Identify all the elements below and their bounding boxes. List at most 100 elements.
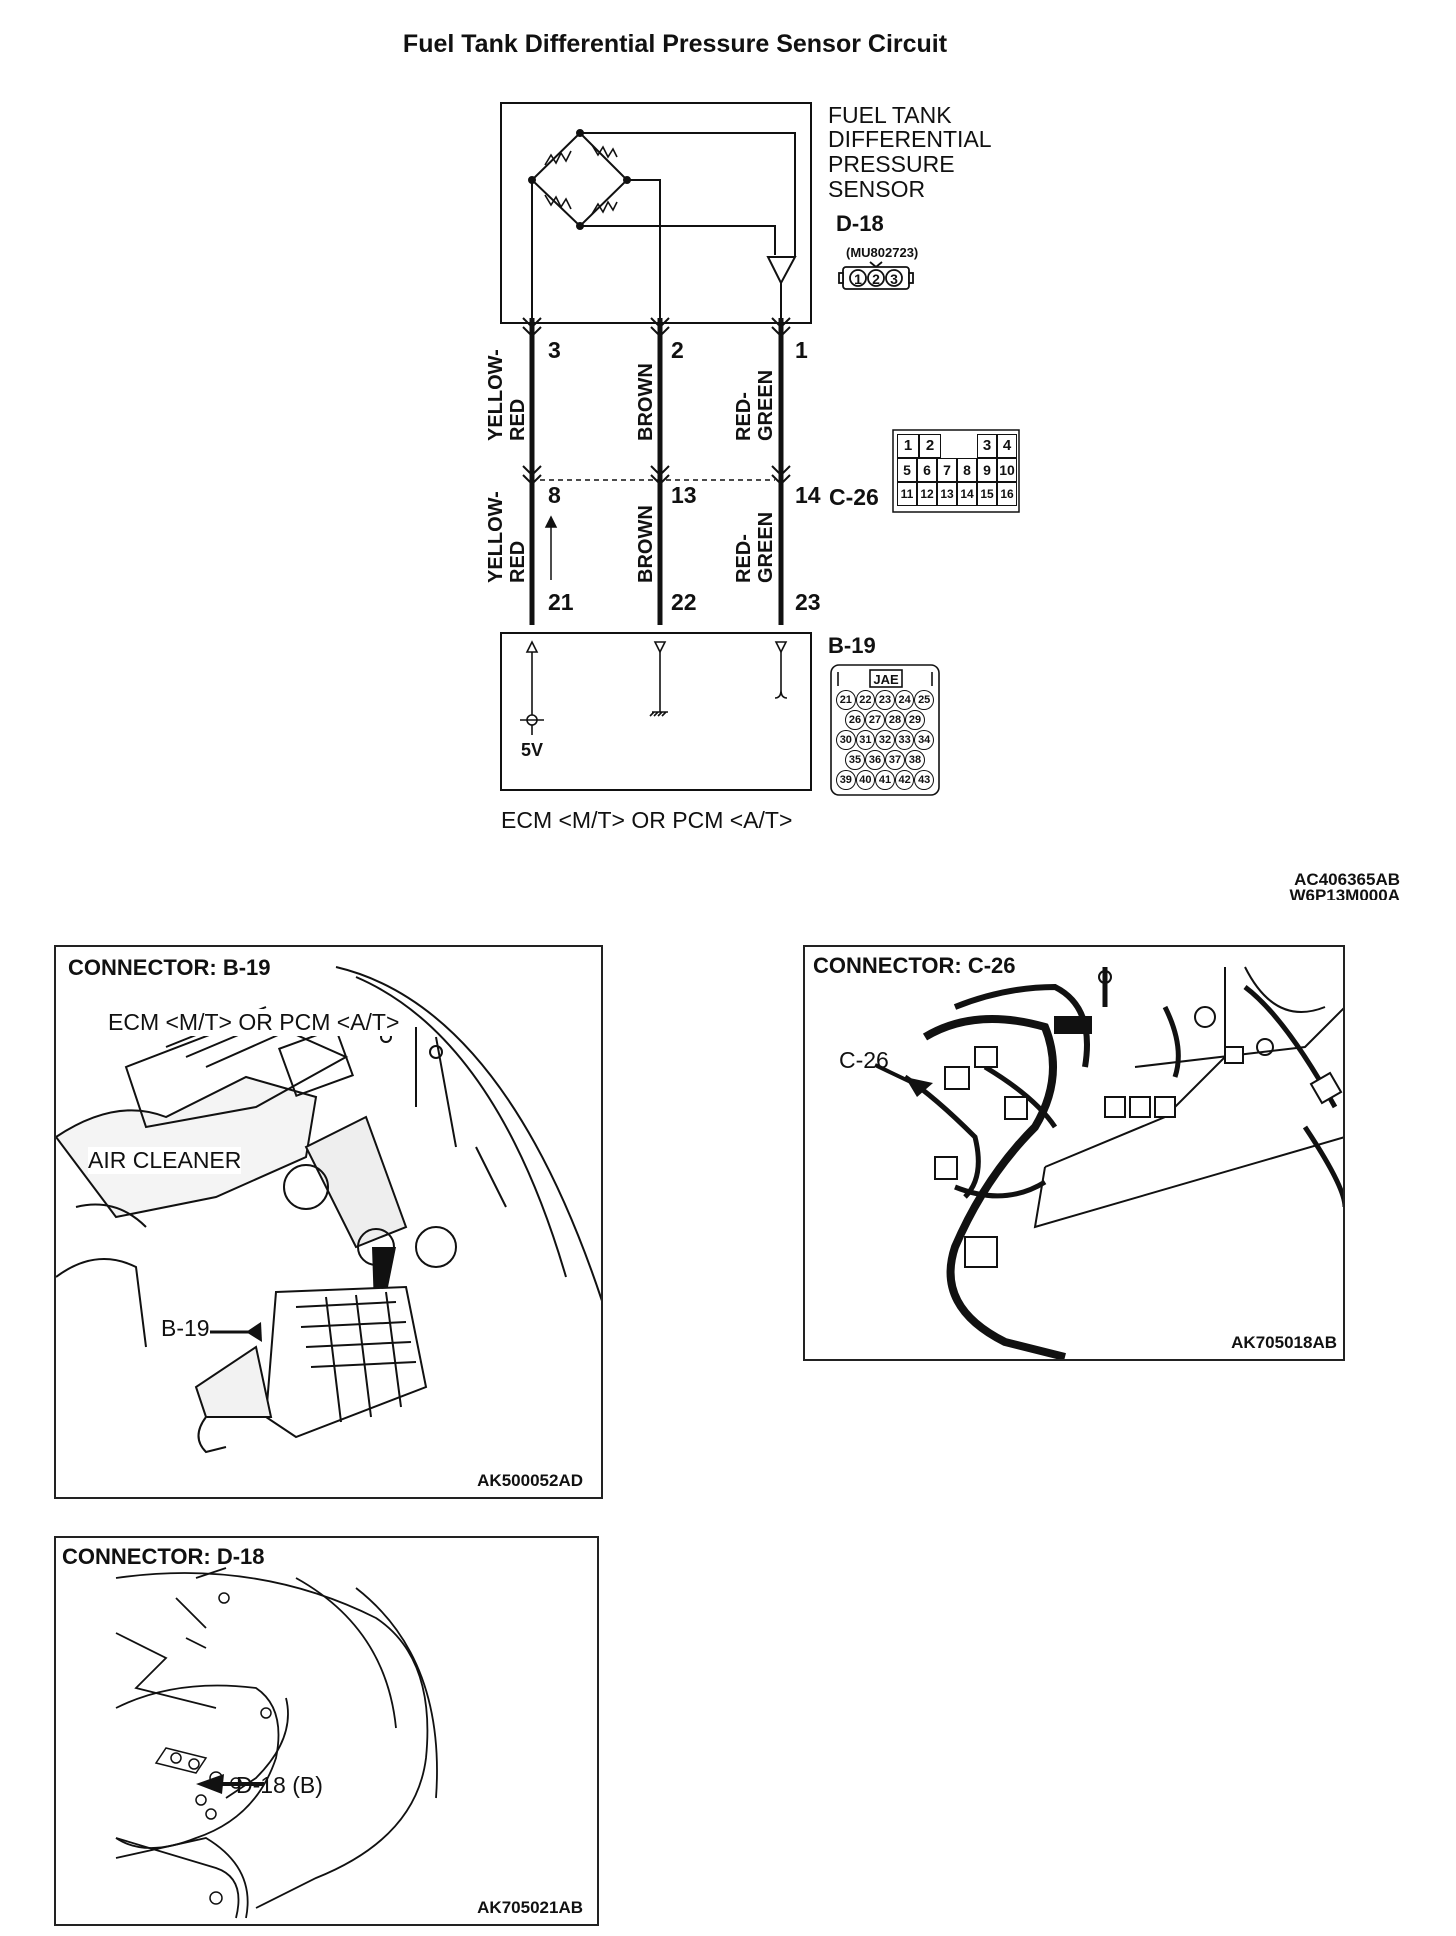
sensor-pin-1: 1 (795, 337, 808, 363)
c26-face-pin: 15 (977, 482, 997, 506)
sensor-pin-2: 2 (671, 337, 684, 363)
wire-color-upper-3b: GREEN (755, 370, 777, 441)
current-direction-arrow (544, 515, 558, 580)
sensor-connector-label: D-18 (836, 211, 884, 236)
ecm-label: ECM <M/T> OR PCM <A/T> (501, 807, 792, 833)
connector-b19-panel: CONNECTOR: B-19 ECM <M/T> OR PCM <A/T> A… (54, 945, 603, 1499)
connector-d18-panel: CONNECTOR: D-18 D-18 (B) AK705021AB (54, 1536, 599, 1926)
c26-pin-8: 8 (548, 482, 561, 508)
wire-color-upper-1b: RED (507, 399, 529, 441)
c26-face-pin: 2 (919, 434, 941, 458)
ecm-pin-22: 22 (671, 589, 697, 615)
ecm-pin-21: 21 (548, 589, 574, 615)
b19-pin-grid: 21 22 23 24 25 26 27 28 29 30 31 32 33 3… (836, 690, 934, 790)
b19-face-pin: 33 (894, 730, 915, 750)
b19-face-pin: 40 (855, 770, 876, 790)
circuit-schematic: FUEL TANK DIFFERENTIAL PRESSURE SENSOR D… (485, 102, 1400, 900)
d18-panel-title: CONNECTOR: D-18 (62, 1544, 265, 1569)
wire-color-upper-2: BROWN (635, 363, 657, 441)
wire-color-lower-1b: RED (507, 541, 529, 583)
harness-wires (529, 318, 784, 625)
d18-vehicle-illustration (115, 1567, 438, 1919)
b19-face-pin: 41 (875, 770, 895, 790)
c26-harness-illustration (874, 966, 1343, 1359)
ecm-5v-label: 5V (521, 740, 543, 760)
d18-pin-2: 2 (872, 271, 880, 287)
b19-face-pin: 30 (836, 730, 856, 750)
b19-face-pin: 43 (914, 770, 934, 790)
page-title: Fuel Tank Differential Pressure Sensor C… (402, 30, 948, 58)
diagram-code-2: W6P13M000A (1289, 886, 1400, 900)
b19-face-pin: 23 (875, 690, 895, 710)
sensor-name-line-3: PRESSURE (828, 151, 955, 177)
d18-panel-code: AK705021AB (477, 1898, 583, 1917)
c26-face-pin: 4 (997, 434, 1017, 458)
c26-connector-label: C-26 (829, 484, 879, 510)
c26-face-pin: 13 (937, 482, 957, 506)
sensor-name-line-4: SENSOR (828, 176, 925, 202)
diagram-code-1: AC406365AB (1294, 870, 1400, 889)
c26-face-pin: 3 (977, 434, 997, 458)
sensor-name-line-2: DIFFERENTIAL (828, 126, 992, 152)
b19-ecm-callout: ECM <M/T> OR PCM <A/T> (108, 1009, 400, 1036)
wire-color-lower-3a: RED- (733, 534, 755, 583)
c26-face-pin: 8 (957, 458, 977, 482)
b19-face-pin: 25 (914, 690, 934, 710)
c26-connector-callout: C-26 (839, 1047, 889, 1073)
c26-face-pin: 10 (997, 458, 1017, 482)
sensor-bridge (528, 129, 797, 320)
ecm-box (500, 632, 812, 791)
connector-chevrons (522, 317, 791, 486)
b19-face-pin: 27 (865, 710, 885, 730)
b19-face-pin: 26 (845, 710, 865, 730)
sensor-name-line-1: FUEL TANK (828, 102, 952, 128)
b19-face-pin: 29 (905, 710, 925, 730)
wire-color-lower-3b: GREEN (755, 512, 777, 583)
c26-face-pin: 16 (997, 482, 1017, 506)
c26-face-gap (941, 434, 977, 458)
c26-face-pin: 11 (897, 482, 917, 506)
d18-pin-3: 3 (890, 271, 898, 287)
b19-face-pin: 42 (894, 770, 915, 790)
wire-color-upper-1a: YELLOW- (485, 349, 507, 441)
sensor-pin-3: 3 (548, 337, 561, 363)
wire-color-lower-2: BROWN (635, 505, 657, 583)
ecm-connector-label: B-19 (828, 633, 876, 658)
c26-face-pin: 5 (897, 458, 917, 482)
b19-connector-callout: B-19 (161, 1315, 210, 1342)
connector-c26-panel: CONNECTOR: C-26 C-26 AK705018AB (803, 945, 1345, 1361)
sensor-box (500, 102, 812, 324)
b19-face-pin: 24 (894, 690, 915, 710)
c26-face-pin: 12 (917, 482, 937, 506)
c26-face-pin: 9 (977, 458, 997, 482)
d18-connector-callout: D-18 (B) (236, 1772, 323, 1798)
b19-air-cleaner-callout: AIR CLEANER (88, 1147, 242, 1174)
sensor-part-number: (MU802723) (846, 245, 918, 260)
c26-panel-code: AK705018AB (1231, 1333, 1337, 1352)
d18-pointer-arrow (196, 1774, 224, 1794)
b19-face-pin: 35 (845, 750, 865, 770)
b19-face-pin: 39 (836, 770, 856, 790)
d18-connector-face (838, 261, 914, 290)
c26-pin-13: 13 (671, 482, 697, 508)
b19-face-pin: 22 (855, 690, 876, 710)
ecm-pin-23: 23 (795, 589, 821, 615)
b19-panel-code: AK500052AD (477, 1471, 583, 1490)
b19-face-pin: 31 (855, 730, 876, 750)
b19-face-pin: 28 (885, 710, 905, 730)
c26-pin-14: 14 (795, 482, 821, 508)
ecm-internals (520, 640, 788, 735)
wire-color-upper-3a: RED- (733, 392, 755, 441)
c26-face-pin: 1 (897, 434, 919, 458)
b19-face-pin: 32 (875, 730, 895, 750)
c26-panel-title: CONNECTOR: C-26 (813, 953, 1016, 978)
c26-face-pin: 7 (937, 458, 957, 482)
d18-pin-1: 1 (854, 271, 862, 287)
b19-face-pin: 38 (905, 750, 925, 770)
c26-pin-grid: 1 2 3 4 5 6 7 8 9 10 11 12 13 14 15 16 (897, 434, 1017, 506)
b19-face-pin: 37 (885, 750, 905, 770)
b19-panel-title: CONNECTOR: B-19 (68, 955, 271, 980)
wire-color-lower-1a: YELLOW- (485, 491, 507, 583)
b19-jae-label: JAE (873, 672, 899, 687)
c26-face-pin: 14 (957, 482, 977, 506)
